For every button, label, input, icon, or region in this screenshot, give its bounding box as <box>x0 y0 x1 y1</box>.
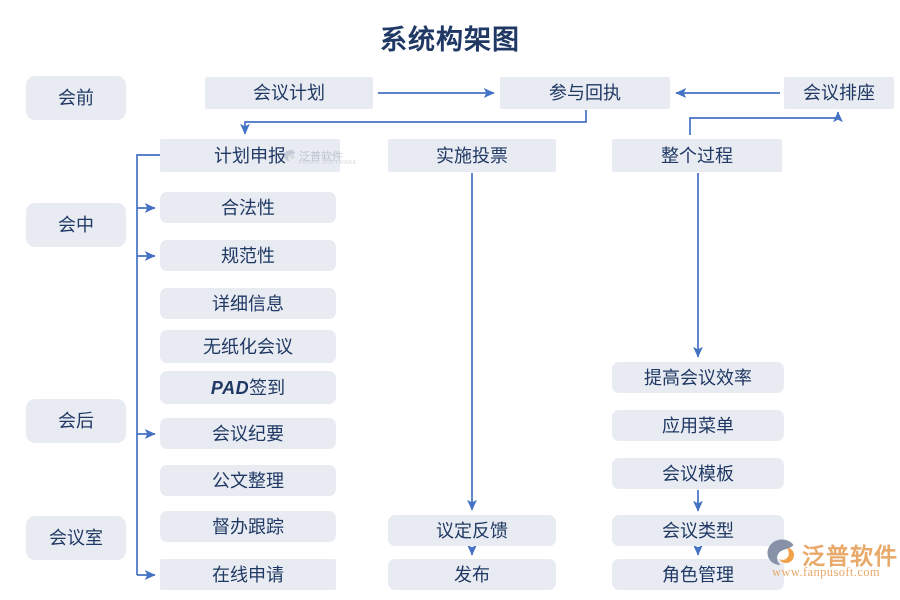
node-app-menu[interactable]: 应用菜单 <box>612 410 784 441</box>
wire-receipt-to-plan-declare <box>240 110 587 135</box>
watermark-primary-name: 泛普软件 <box>802 544 898 569</box>
node-paperless-meeting[interactable]: 无纸化会议 <box>160 330 336 363</box>
page-title: 系统构架图 <box>380 25 520 55</box>
wire-process-to-seating <box>689 111 843 135</box>
node-doc-sorting[interactable]: 公文整理 <box>160 465 336 496</box>
node-meeting-notes[interactable]: 会议纪要 <box>160 418 336 449</box>
node-publish[interactable]: 发布 <box>388 559 556 590</box>
pad-signin-han: 签到 <box>249 377 286 398</box>
node-legality[interactable]: 合法性 <box>160 192 336 223</box>
node-meeting-template[interactable]: 会议模板 <box>612 458 784 489</box>
node-whole-process[interactable]: 整个过程 <box>612 139 782 172</box>
node-supervision-tracking[interactable]: 督办跟踪 <box>160 511 336 542</box>
node-attend-receipt[interactable]: 参与回执 <box>500 77 670 109</box>
node-improve-efficiency[interactable]: 提高会议效率 <box>612 362 784 393</box>
node-role-management[interactable]: 角色管理 <box>612 559 784 590</box>
stage-label-pre: 会前 <box>26 76 126 120</box>
pad-signin-latin: PAD <box>210 377 250 398</box>
stage-label-post: 会后 <box>26 399 126 443</box>
node-normativity[interactable]: 规范性 <box>160 240 336 271</box>
node-online-apply[interactable]: 在线申请 <box>160 559 336 590</box>
watermark-primary: 泛普软件 www.fanpusoft.com <box>766 536 898 588</box>
node-detail-info[interactable]: 详细信息 <box>160 288 336 319</box>
wire-left-spine <box>136 154 160 575</box>
node-meeting-seating[interactable]: 会议排座 <box>784 77 894 109</box>
node-decision-feedback[interactable]: 议定反馈 <box>388 515 556 546</box>
node-plan-declare[interactable]: 计划申报 <box>160 139 340 172</box>
node-meeting-type[interactable]: 会议类型 <box>612 515 784 546</box>
watermark-primary-url: www.fanpusoft.com <box>772 565 881 579</box>
node-implement-vote[interactable]: 实施投票 <box>388 139 556 172</box>
stage-label-room: 会议室 <box>26 516 126 560</box>
node-meeting-plan[interactable]: 会议计划 <box>205 77 373 109</box>
stage-label-mid: 会中 <box>26 203 126 247</box>
